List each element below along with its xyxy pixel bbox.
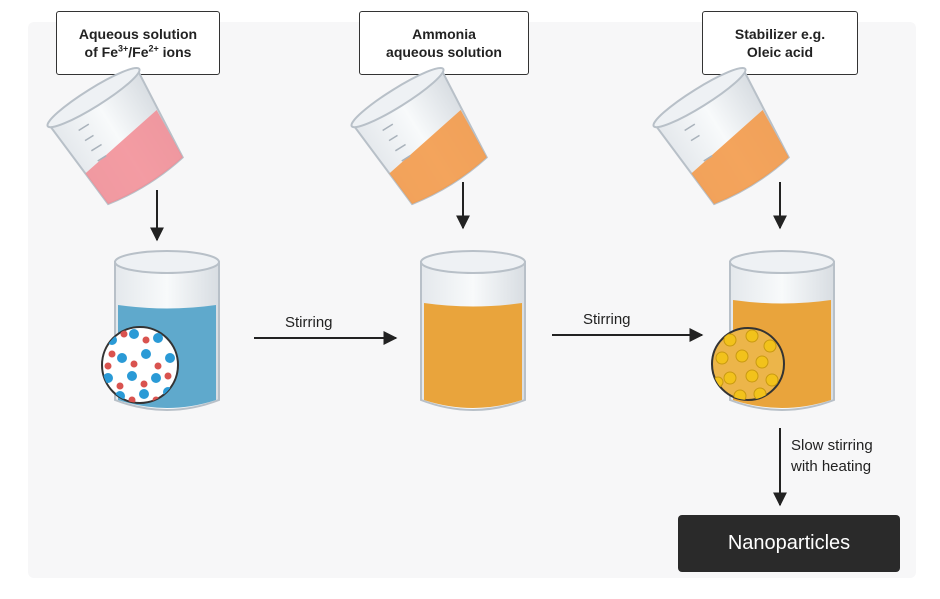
input-label-stabilizer: Stabilizer e.g. Oleic acid — [702, 11, 858, 75]
input-label-stabilizer-line1: Stabilizer e.g. — [734, 26, 826, 42]
pouring-beaker-orange-ammonia — [350, 66, 488, 206]
slow-stirring-label-line2: with heating — [791, 458, 872, 475]
input-label-ammonia-line1: Ammonia — [412, 26, 476, 42]
slow-stirring-label-line1: Slow stirring — [791, 437, 873, 454]
ion-magnifier-lens — [101, 326, 179, 404]
nanoparticles-result-label: Nanoparticles — [727, 532, 851, 554]
input-label-ammonia: Ammonia aqueous solution — [359, 11, 529, 75]
input-label-iron-ions-line2: of Fe3+/Fe2+ ions — [84, 43, 192, 60]
input-label-iron-ions: Aqueous solution of Fe3+/Fe2+ ions — [56, 11, 220, 75]
input-label-iron-ions-line1: Aqueous solution — [78, 26, 198, 42]
nanoparticle-magnifier-lens — [711, 327, 785, 401]
nanoparticles-result-box: Nanoparticles — [678, 515, 900, 572]
stirring-label-2: Stirring — [583, 311, 631, 328]
input-label-stabilizer-line2: Oleic acid — [746, 44, 814, 60]
stirring-label-1: Stirring — [285, 314, 333, 331]
pouring-beaker-orange-stabilizer — [652, 66, 790, 206]
input-label-ammonia-line2: aqueous solution — [386, 44, 502, 60]
beaker-mixture-ammonia — [420, 250, 526, 411]
pouring-beaker-pink — [46, 66, 184, 206]
